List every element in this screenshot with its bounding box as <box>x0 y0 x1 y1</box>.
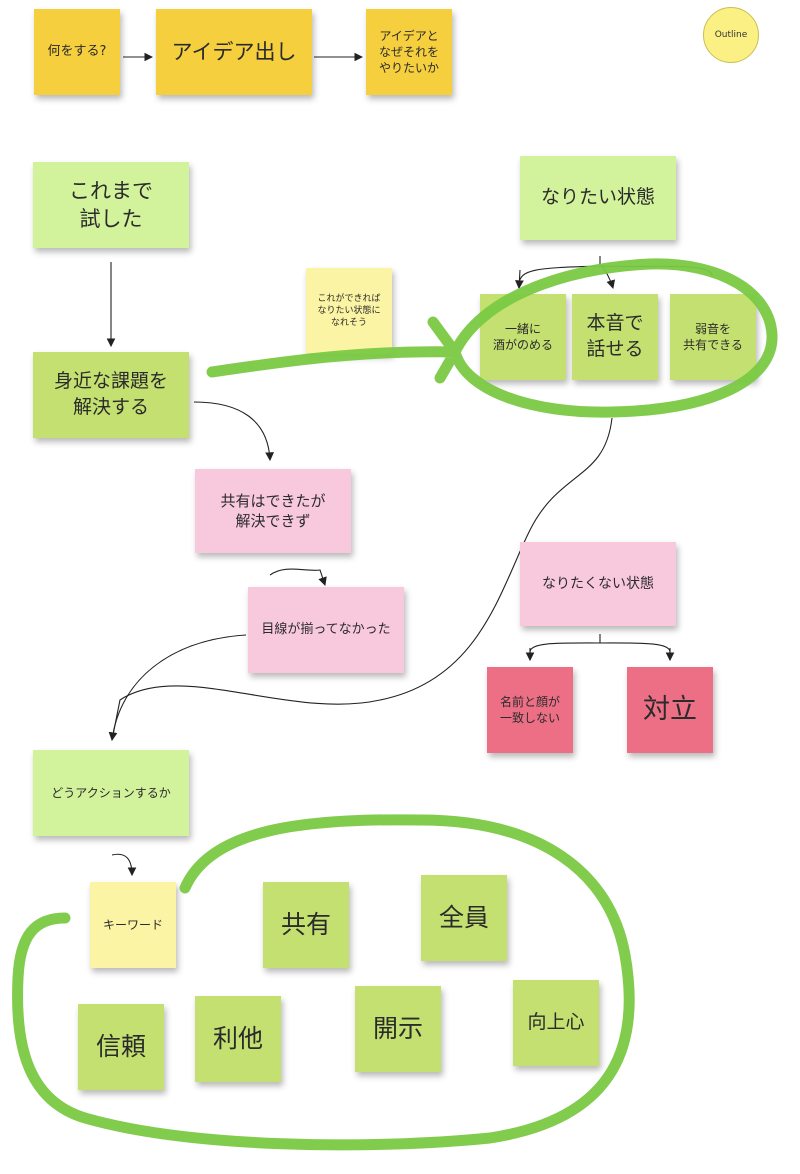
arrow-action-to-keyword <box>111 853 137 877</box>
brace-not-ideal <box>529 634 671 660</box>
note-if-done[interactable]: これができれば なりたい状態に なれそう <box>306 268 392 354</box>
note-disclosure[interactable]: 開示 <box>355 986 441 1072</box>
note-everyone[interactable]: 全員 <box>421 875 507 961</box>
arrow-gaze-to-action <box>108 634 247 742</box>
note-shared-not-solved[interactable]: 共有はできたが 解決できず <box>195 469 351 553</box>
note-what-to-do[interactable]: 何をする? <box>34 9 120 95</box>
note-how-to-act[interactable]: どうアクションするか <box>33 750 189 836</box>
note-ideal-state[interactable]: なりたい状態 <box>520 156 676 240</box>
outline-button[interactable]: Outline <box>703 7 759 63</box>
curve-honne-to-action <box>111 417 613 741</box>
note-keyword[interactable]: キーワード <box>90 882 176 968</box>
note-honest-talk[interactable]: 本音で 話せる <box>572 294 658 380</box>
arrow-shared-to-gaze <box>269 568 327 587</box>
highlight-fish-stroke <box>206 258 778 418</box>
note-misaligned-view[interactable]: 目線が揃ってなかった <box>248 587 404 673</box>
note-conflict[interactable]: 対立 <box>627 667 713 753</box>
note-altruism[interactable]: 利他 <box>195 996 281 1082</box>
note-sharing[interactable]: 共有 <box>263 882 349 968</box>
arrow-ideal-to-drink <box>515 269 524 290</box>
note-share-weakness[interactable]: 弱音を 共有できる <box>670 294 756 380</box>
note-idea-and-why[interactable]: アイデアと なぜそれを やりたいか <box>366 9 452 95</box>
note-names-faces-mismatch[interactable]: 名前と顔が 一致しない <box>487 667 573 753</box>
note-undesired-state[interactable]: なりたくない状態 <box>520 542 676 626</box>
note-trust[interactable]: 信頼 <box>78 1004 164 1090</box>
note-idea-generation[interactable]: アイデア出し <box>156 9 312 95</box>
note-tried-so-far[interactable]: これまで 試した <box>33 162 189 248</box>
highlight-keyword-loop <box>12 814 635 1151</box>
note-ambition[interactable]: 向上心 <box>513 980 599 1066</box>
arrow-solve-to-shared <box>193 401 275 462</box>
note-solve-nearby-issues[interactable]: 身近な課題を 解決する <box>33 352 189 438</box>
